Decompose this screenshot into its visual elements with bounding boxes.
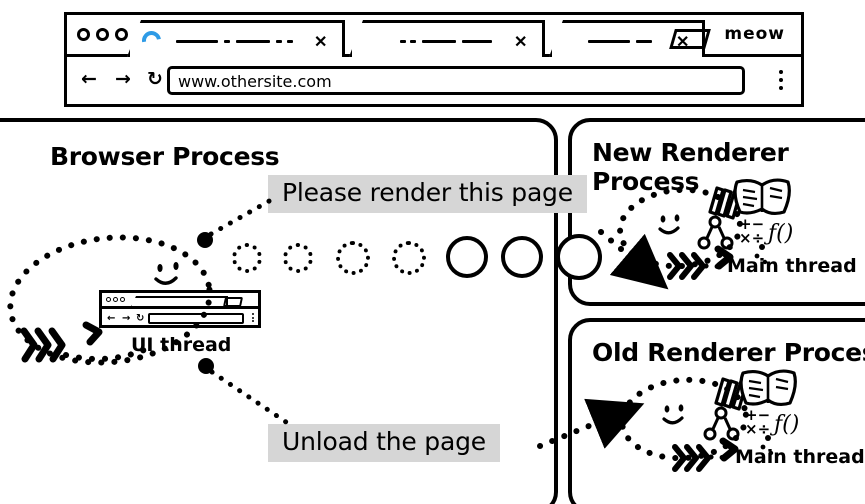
- window-controls[interactable]: [77, 28, 128, 41]
- tab-3[interactable]: ✕: [549, 20, 705, 57]
- reload-icon[interactable]: ↻: [147, 68, 163, 90]
- mini-menu-icon: [252, 313, 254, 322]
- old-renderer-title: Old Renderer Process: [592, 338, 865, 367]
- message-label-unload: Unload the page: [268, 424, 500, 462]
- mini-newtab-icon: [222, 297, 244, 307]
- tab-strip: ✕ ✕ ✕ meow: [67, 15, 801, 57]
- ipc-circle-dotted: [336, 241, 370, 275]
- browser-toolbar: ← → ↻ www.othersite.com: [67, 57, 801, 107]
- ipc-circle-solid: [446, 236, 488, 278]
- mini-browser-tabstrip: [102, 293, 258, 309]
- new-renderer-title: New Renderer Process: [592, 138, 789, 196]
- ipc-circle-solid-crossing: [556, 234, 602, 280]
- tab-title-dash: [176, 40, 218, 43]
- window-dot-icon[interactable]: [115, 28, 128, 41]
- tab-1[interactable]: ✕: [127, 20, 345, 57]
- window-dot-icon[interactable]: [77, 28, 90, 41]
- tab-title-dash: [636, 40, 652, 43]
- tab-close-icon[interactable]: ✕: [676, 34, 690, 51]
- browser-window: ✕ ✕ ✕ meow ← → ↻: [64, 12, 804, 107]
- ipc-circle-dotted: [283, 243, 313, 273]
- message-label-render: Please render this page: [268, 175, 587, 213]
- tab-2[interactable]: ✕: [349, 20, 545, 57]
- tab-title-dash: [422, 40, 456, 43]
- ui-thread-label: UI thread: [131, 334, 232, 356]
- tab-close-icon[interactable]: ✕: [514, 34, 528, 51]
- page-title: Browser Process: [50, 142, 280, 171]
- brand-label: meow: [724, 24, 785, 44]
- ipc-circle-solid: [501, 236, 543, 278]
- tab-title-dash: [400, 40, 406, 43]
- tab-close-icon[interactable]: ✕: [314, 34, 328, 51]
- mini-window-dots-icon: [106, 297, 125, 302]
- window-dot-icon[interactable]: [96, 28, 109, 41]
- ipc-circle-dotted: [392, 241, 426, 275]
- tab-title-dash: [287, 40, 293, 43]
- tab-title-dash: [236, 40, 270, 43]
- new-tab-button[interactable]: [669, 29, 711, 49]
- back-icon[interactable]: ←: [81, 68, 97, 90]
- tab-title-dash: [462, 40, 492, 43]
- mini-reload-icon: ↻: [136, 313, 145, 324]
- forward-icon[interactable]: →: [115, 68, 131, 90]
- tab-title-dash: [410, 40, 416, 43]
- new-renderer-process-panel: New Renderer Process: [568, 118, 865, 306]
- address-bar-text: www.othersite.com: [178, 72, 332, 91]
- tab-title-dash: [588, 40, 630, 43]
- tab-title-dash: [276, 40, 282, 43]
- old-renderer-main-thread-label: Main thread: [735, 446, 865, 468]
- loading-spinner-icon: [138, 27, 165, 54]
- mini-address-bar-icon: [148, 313, 244, 324]
- mini-forward-icon: →: [122, 313, 131, 324]
- new-renderer-main-thread-label: Main thread: [727, 255, 857, 277]
- mini-back-icon: ←: [107, 313, 116, 324]
- old-renderer-process-panel: Old Renderer Process: [568, 318, 865, 504]
- ipc-circle-dotted: [232, 243, 262, 273]
- browser-menu-icon[interactable]: [779, 70, 783, 90]
- mini-tab-icon: [130, 296, 228, 309]
- mini-browser-toolbar: ← → ↻: [102, 309, 258, 328]
- tab-title-dash: [224, 40, 230, 43]
- mini-browser-icon: ← → ↻: [99, 290, 261, 328]
- address-bar[interactable]: www.othersite.com: [167, 66, 745, 95]
